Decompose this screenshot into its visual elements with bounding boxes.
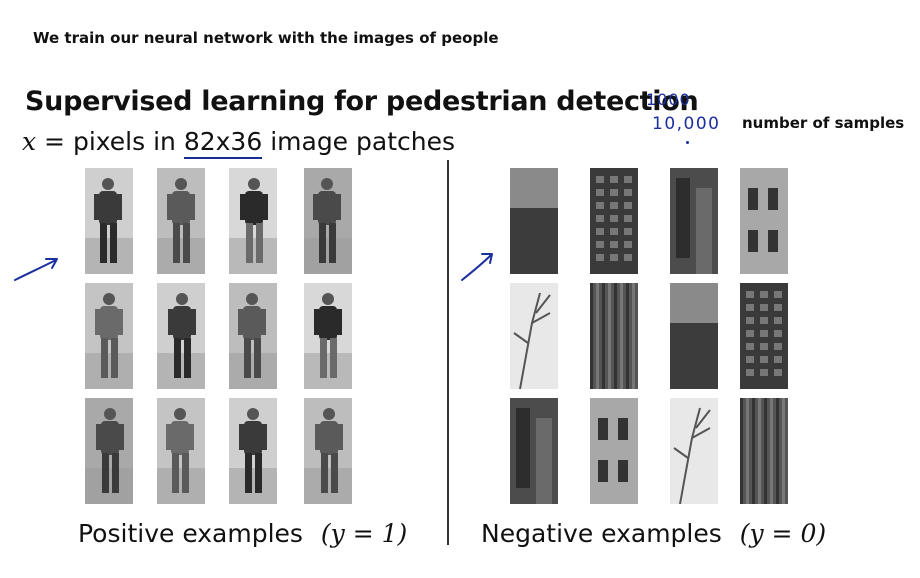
negative-examples-caption: Negative examples (y = 0): [481, 519, 826, 548]
arrow-up-right-icon: [14, 258, 58, 281]
pedestrian-patch-9: [85, 398, 133, 504]
subtitle-highlight: 82x36: [183, 127, 263, 159]
positive-math: (y = 1): [320, 519, 408, 548]
pedestrian-patch-7: [229, 283, 277, 389]
background-patch-3: [670, 168, 718, 274]
pedestrian-patch-10: [157, 398, 205, 504]
background-patch-1: [510, 168, 558, 274]
background-patch-5: [510, 283, 558, 389]
pedestrian-patch-2: [157, 168, 205, 274]
pedestrian-patch-4: [304, 168, 352, 274]
annotation-count-large: 10,000: [652, 114, 721, 134]
slide-subtitle: x = pixels in 82x36 image patches: [22, 127, 455, 159]
pedestrian-patch-5: [85, 283, 133, 389]
background-patch-6: [590, 283, 638, 389]
subtitle-rest: image patches: [262, 127, 455, 156]
subtitle-variable: x: [22, 127, 37, 156]
background-patch-4: [740, 168, 788, 274]
annotation-count-small: 1000: [646, 90, 691, 109]
positive-label: Positive examples: [78, 519, 303, 548]
negative-math: (y = 0): [739, 519, 827, 548]
background-patch-11: [670, 398, 718, 504]
negative-label: Negative examples: [481, 519, 722, 548]
pedestrian-patch-12: [304, 398, 352, 504]
background-patch-2: [590, 168, 638, 274]
pedestrian-patch-1: [85, 168, 133, 274]
background-patch-7: [670, 283, 718, 389]
samples-label: number of samples: [742, 114, 905, 132]
pedestrian-patch-6: [157, 283, 205, 389]
subtitle-equals: = pixels in: [36, 127, 184, 156]
background-patch-9: [510, 398, 558, 504]
background-patch-10: [590, 398, 638, 504]
positive-examples-caption: Positive examples (y = 1): [78, 519, 407, 548]
background-patch-8: [740, 283, 788, 389]
background-patch-12: [740, 398, 788, 504]
slide-title: Supervised learning for pedestrian detec…: [25, 86, 699, 117]
pedestrian-patch-11: [229, 398, 277, 504]
arrow-up-right-icon: [461, 253, 493, 281]
pedestrian-patch-3: [229, 168, 277, 274]
top-caption: We train our neural network with the ima…: [33, 29, 499, 47]
annotation-tick: [686, 141, 689, 144]
pedestrian-patch-8: [304, 283, 352, 389]
section-divider: [447, 160, 449, 545]
